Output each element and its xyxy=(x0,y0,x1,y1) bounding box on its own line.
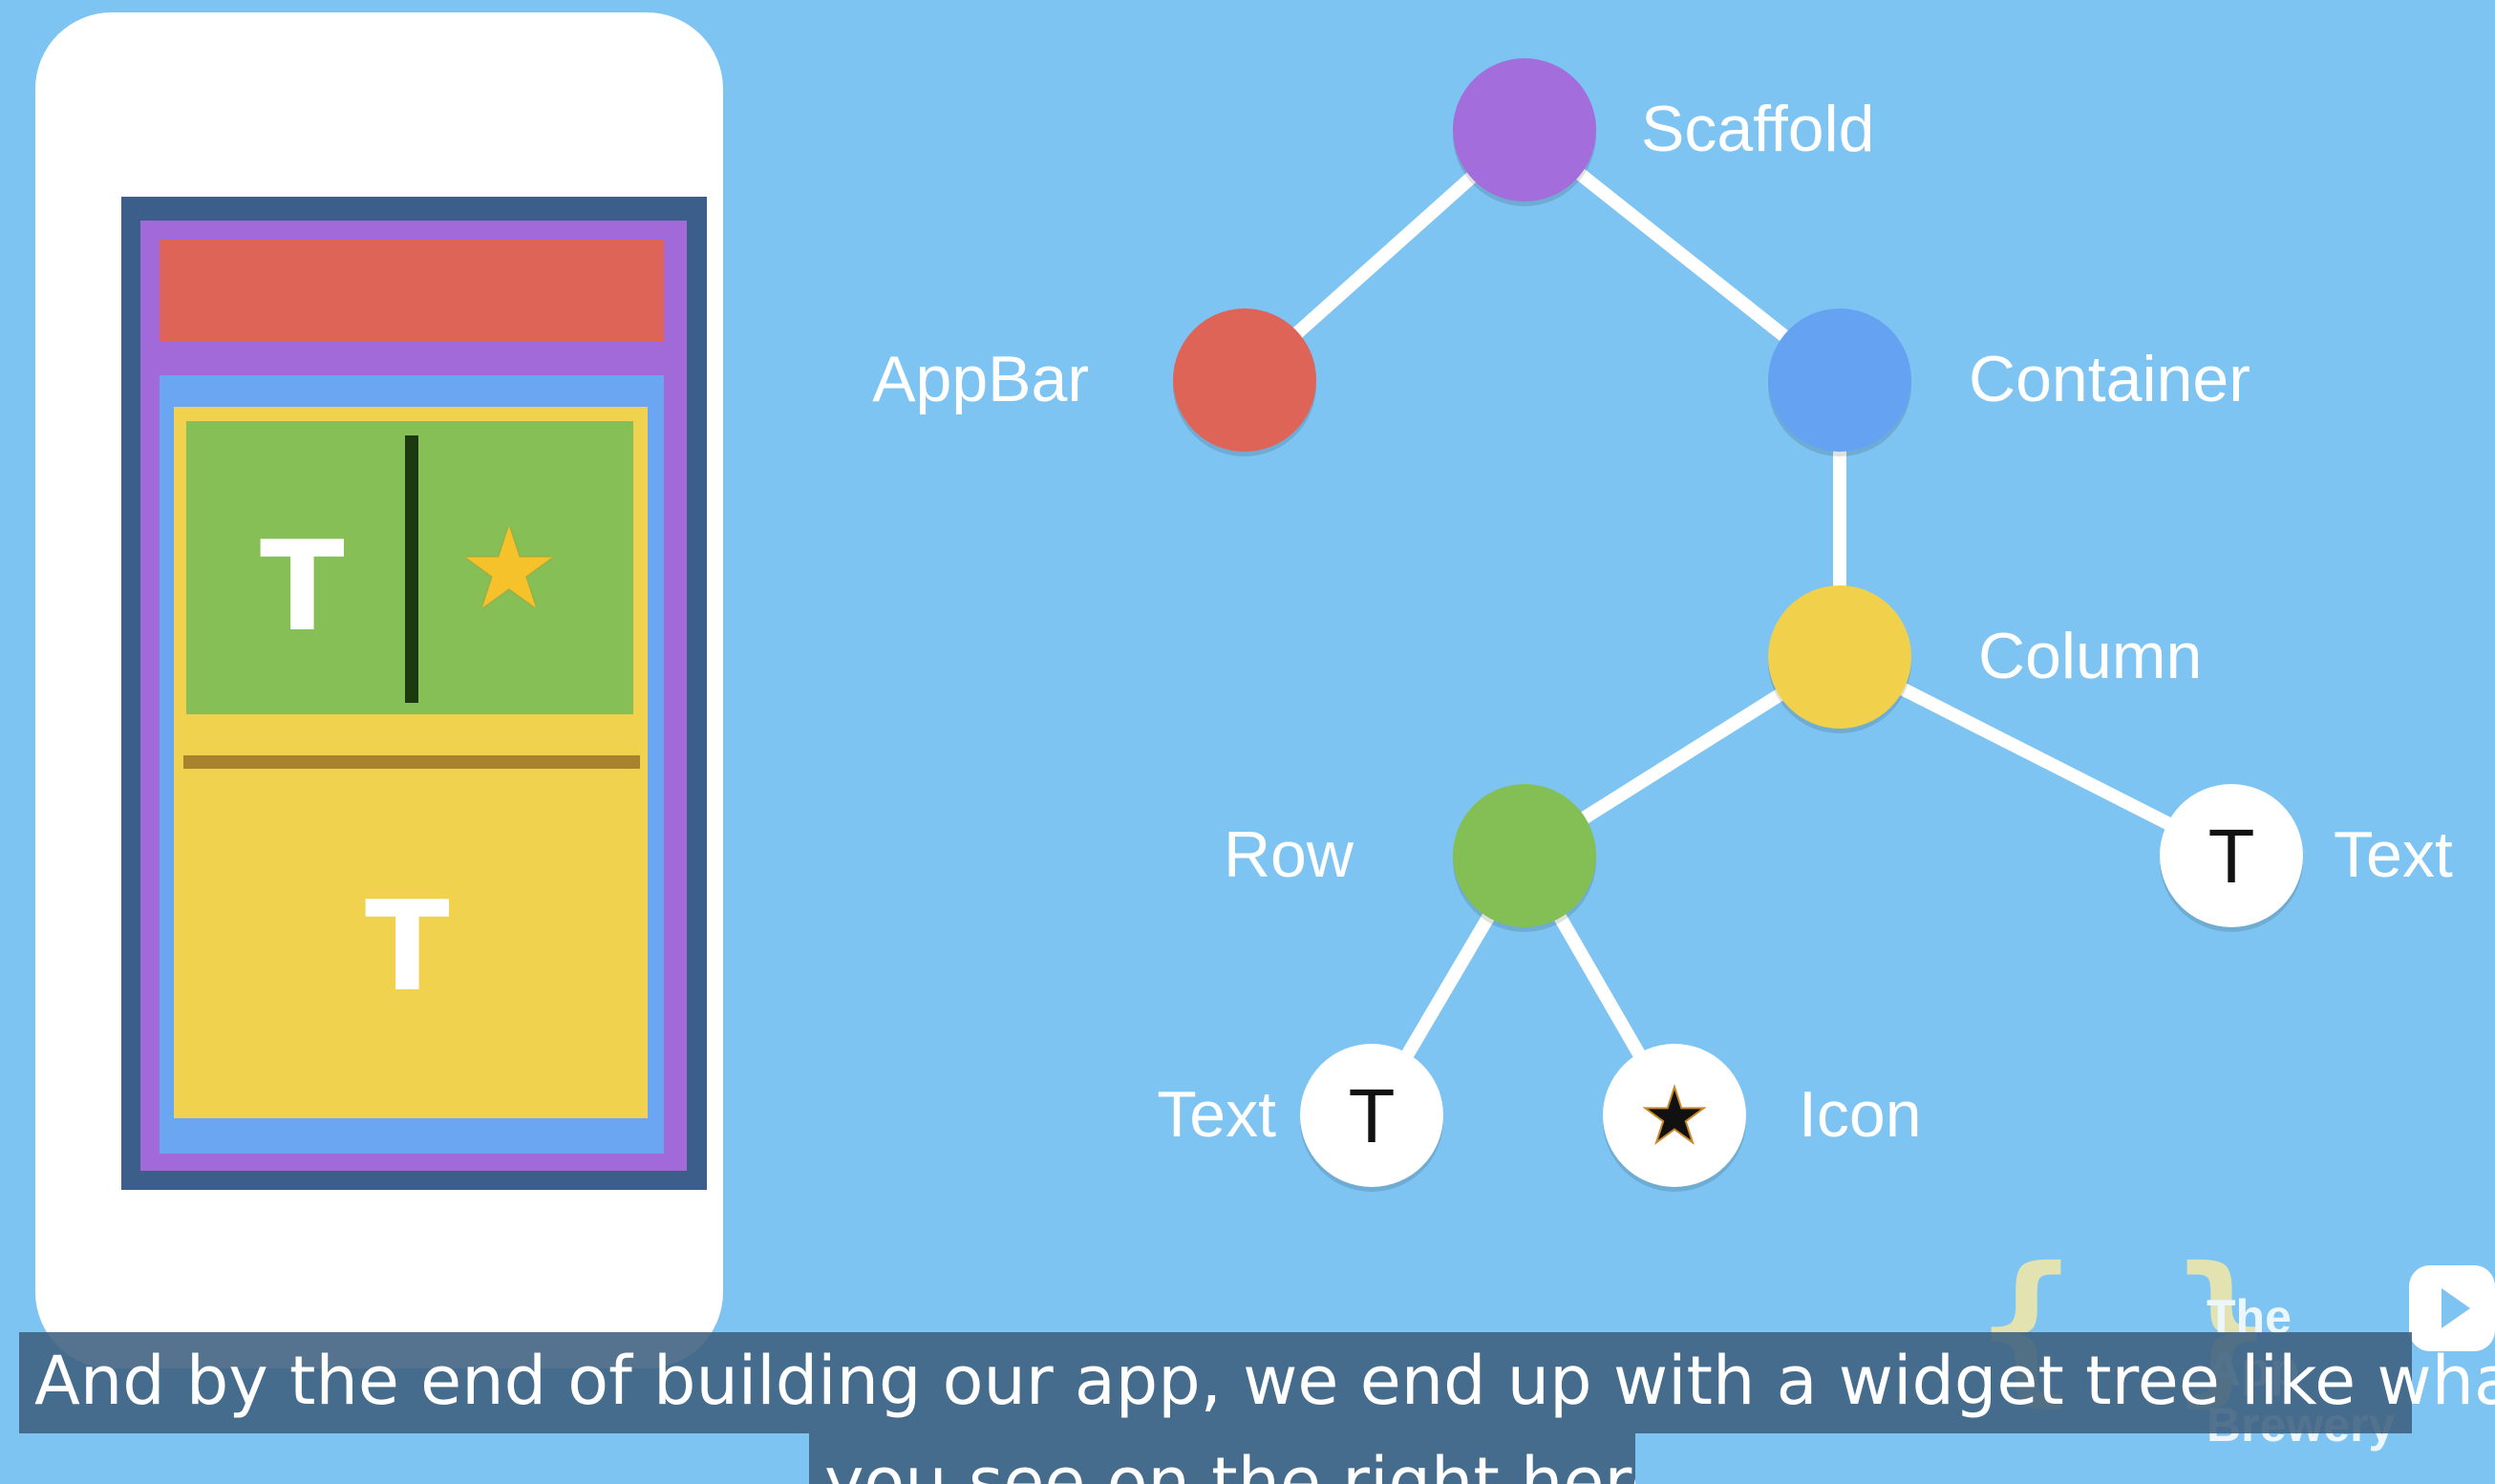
text-glyph-icon: T xyxy=(1349,1073,1396,1158)
node-label-column: Column xyxy=(1978,620,2202,692)
node-scaffold: Scaffold xyxy=(1453,58,1874,206)
node-label-row: Row xyxy=(1224,818,1354,891)
row-divider xyxy=(405,435,418,703)
node-label-icon: Icon xyxy=(1799,1078,1922,1151)
node-label-container: Container xyxy=(1969,343,2250,415)
scaffold-inner-region: T ★ T xyxy=(140,221,687,1171)
star-icon: ★ xyxy=(1640,1073,1709,1158)
node-text-right: T Text xyxy=(2160,784,2453,932)
text-glyph-icon: T xyxy=(2208,814,2255,899)
node-label-text-right: Text xyxy=(2334,818,2453,891)
node-circle xyxy=(1453,784,1596,927)
node-circle xyxy=(1603,1044,1746,1187)
node-label-text-left: Text xyxy=(1157,1078,1276,1151)
subtitle-line-2: you see on the right here xyxy=(809,1433,1635,1484)
subtitle-text-2: you see on the right here xyxy=(824,1443,1635,1484)
play-icon[interactable] xyxy=(2409,1265,2495,1351)
node-row: Row xyxy=(1224,784,1596,932)
row-region: T ★ xyxy=(186,421,633,714)
phone-mockup: T ★ T xyxy=(35,12,723,1368)
node-label-scaffold: Scaffold xyxy=(1641,93,1874,165)
node-label-appbar: AppBar xyxy=(872,343,1089,415)
node-circle xyxy=(1768,308,1911,452)
subtitle-text-1: And by the end of building our app, we e… xyxy=(34,1342,2495,1420)
node-appbar: AppBar xyxy=(872,308,1316,456)
column-text-glyph: T xyxy=(365,874,450,1019)
star-icon: ★ xyxy=(458,502,560,634)
node-icon: ★ Icon xyxy=(1603,1044,1922,1192)
node-column: Column xyxy=(1768,585,2202,733)
scaffold-region: T ★ T xyxy=(121,197,707,1190)
node-circle xyxy=(1768,585,1911,729)
node-circle xyxy=(2160,784,2303,927)
node-circle xyxy=(1173,308,1316,452)
node-container: Container xyxy=(1768,308,2250,456)
node-circle xyxy=(1300,1044,1443,1187)
column-divider xyxy=(183,755,640,769)
subtitle-line-1: And by the end of building our app, we e… xyxy=(19,1332,2495,1433)
row-text-glyph: T xyxy=(260,514,345,659)
node-text-left: T Text xyxy=(1157,1044,1443,1192)
appbar-region xyxy=(160,240,664,342)
column-region: T ★ T xyxy=(174,407,648,1118)
edge-column-text-right xyxy=(1836,650,2235,862)
node-circle xyxy=(1453,58,1596,201)
container-region: T ★ T xyxy=(160,375,664,1154)
